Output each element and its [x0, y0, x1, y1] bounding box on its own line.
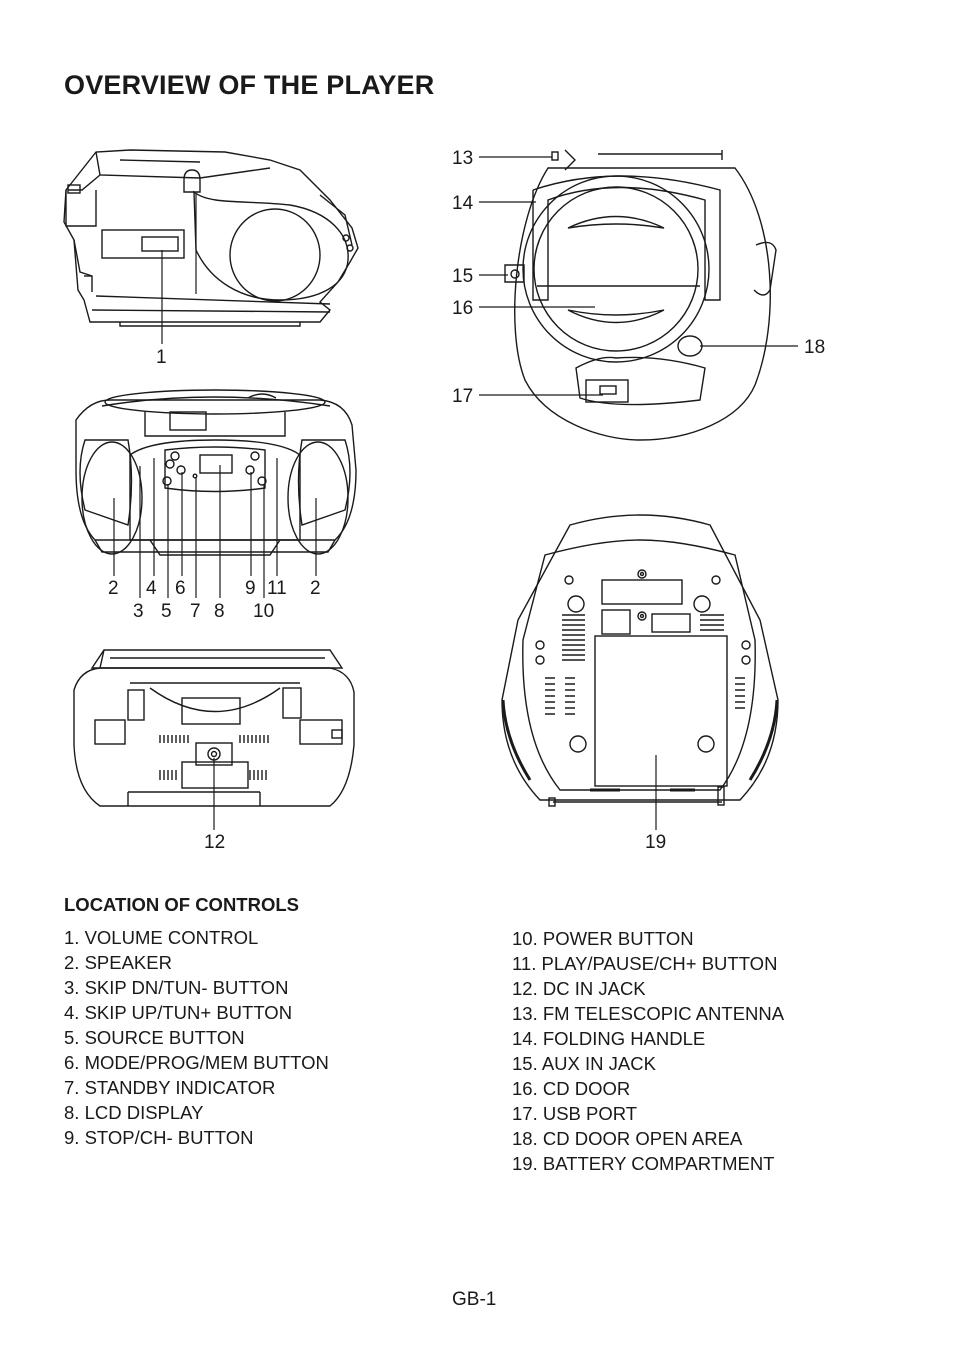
- callout-18: 18: [804, 337, 825, 358]
- control-item: 2. SPEAKER: [64, 952, 172, 973]
- control-item: 13. FM TELESCOPIC ANTENNA: [512, 1003, 785, 1024]
- callout-numbers: 1 2 4 6 9 11 2 3 5 7 8 10 12 13 14 15 16…: [108, 148, 825, 853]
- callout-2-left: 2: [108, 578, 119, 599]
- callout-12: 12: [204, 832, 225, 853]
- callout-5: 5: [161, 601, 172, 622]
- callout-8: 8: [214, 601, 225, 622]
- callout-3: 3: [133, 601, 144, 622]
- control-item: 8. LCD DISPLAY: [64, 1102, 204, 1123]
- leader-lines: [113, 156, 798, 830]
- bottom-view-illustration: [501, 514, 779, 807]
- control-item: 9. STOP/CH- BUTTON: [64, 1127, 254, 1148]
- side-view-illustration: [63, 149, 359, 327]
- controls-heading: LOCATION OF CONTROLS: [64, 894, 299, 915]
- player-diagrams: 1 2 4 6 9 11 2 3 5 7 8 10 12 13 14 15 16…: [63, 148, 825, 853]
- page-title: OVERVIEW OF THE PLAYER: [64, 70, 435, 100]
- front-view-illustration: [75, 389, 357, 556]
- callout-10: 10: [253, 601, 274, 622]
- control-item: 10. POWER BUTTON: [512, 928, 694, 949]
- top-view-illustration: [504, 149, 777, 441]
- callout-2-right: 2: [310, 578, 321, 599]
- control-item: 3. SKIP DN/TUN- BUTTON: [64, 977, 289, 998]
- page-number: GB-1: [452, 1289, 497, 1310]
- callout-7: 7: [190, 601, 201, 622]
- control-item: 12. DC IN JACK: [512, 978, 646, 999]
- callout-17: 17: [452, 386, 473, 407]
- control-item: 15. AUX IN JACK: [512, 1053, 656, 1074]
- callout-1: 1: [156, 347, 167, 368]
- control-item: 1. VOLUME CONTROL: [64, 927, 259, 948]
- callout-15: 15: [452, 266, 473, 287]
- back-view-illustration: [73, 649, 355, 807]
- callout-16: 16: [452, 298, 473, 319]
- callout-11: 11: [267, 578, 287, 599]
- control-item: 19. BATTERY COMPARTMENT: [512, 1153, 775, 1174]
- callout-4: 4: [146, 578, 157, 599]
- control-item: 14. FOLDING HANDLE: [512, 1028, 706, 1049]
- callout-13: 13: [452, 148, 473, 169]
- callout-19: 19: [645, 832, 666, 853]
- callout-14: 14: [452, 193, 474, 214]
- callout-6: 6: [175, 578, 186, 599]
- controls-list-left: 1. VOLUME CONTROL 2. SPEAKER 3. SKIP DN/…: [64, 925, 329, 1150]
- control-item: 7. STANDBY INDICATOR: [64, 1077, 276, 1098]
- control-item: 17. USB PORT: [512, 1103, 638, 1124]
- control-item: 18. CD DOOR OPEN AREA: [512, 1128, 743, 1149]
- controls-list-right: 10. POWER BUTTON 11. PLAY/PAUSE/CH+ BUTT…: [512, 926, 784, 1176]
- callout-9: 9: [245, 578, 256, 599]
- control-item: 6. MODE/PROG/MEM BUTTON: [64, 1052, 329, 1073]
- control-item: 5. SOURCE BUTTON: [64, 1027, 245, 1048]
- control-item: 11. PLAY/PAUSE/CH+ BUTTON: [512, 953, 778, 974]
- control-item: 4. SKIP UP/TUN+ BUTTON: [64, 1002, 293, 1023]
- control-item: 16. CD DOOR: [512, 1078, 631, 1099]
